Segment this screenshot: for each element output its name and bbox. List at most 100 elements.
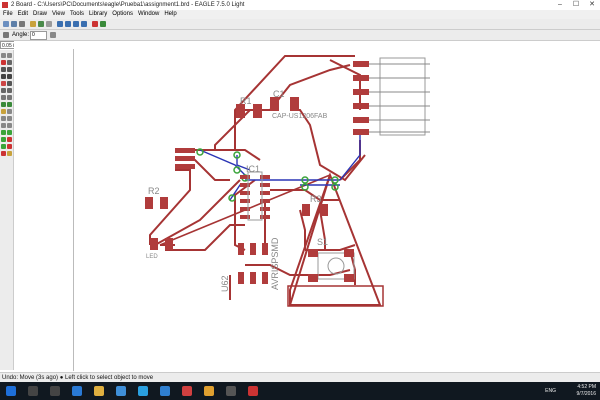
hole-tool-icon[interactable] xyxy=(7,130,12,135)
r1-c1-pads xyxy=(236,97,299,118)
menu-library[interactable]: Library xyxy=(88,11,108,17)
store-icon[interactable] xyxy=(116,386,126,396)
go-icon[interactable] xyxy=(100,21,106,27)
delete-tool-icon[interactable] xyxy=(1,81,6,86)
label-led: LED xyxy=(146,254,158,260)
info-tool-icon[interactable] xyxy=(1,53,6,58)
rect-tool-icon[interactable] xyxy=(1,123,6,128)
label-r2: R2 xyxy=(148,186,160,196)
via-tool-icon[interactable] xyxy=(1,130,6,135)
mark-tool-icon[interactable] xyxy=(7,60,12,65)
script-icon[interactable] xyxy=(46,21,52,27)
zoom-out-icon[interactable] xyxy=(73,21,79,27)
optimize-tool-icon[interactable] xyxy=(7,95,12,100)
eagle-task-icon[interactable] xyxy=(182,386,192,396)
angle-label: Angle: xyxy=(12,32,30,38)
autorouter-tool-icon[interactable] xyxy=(1,144,6,149)
top-traces xyxy=(149,55,366,300)
move-tool-icon[interactable] xyxy=(1,67,6,72)
copy-tool-icon[interactable] xyxy=(7,67,12,72)
system-clock[interactable]: 4:52 PM 9/7/2016 xyxy=(577,384,596,398)
eagle-app-icon xyxy=(2,2,8,8)
vias xyxy=(196,148,339,202)
maximize-button[interactable]: ☐ xyxy=(572,1,580,8)
polygon-tool-icon[interactable] xyxy=(7,123,12,128)
label-ic1: IC1 xyxy=(246,164,260,174)
paste-tool-icon[interactable] xyxy=(7,88,12,93)
errors-tool-icon[interactable] xyxy=(7,151,12,156)
split-tool-icon[interactable] xyxy=(1,95,6,100)
ic1-pads xyxy=(240,175,270,219)
menu-edit[interactable]: Edit xyxy=(17,11,29,17)
menu-help[interactable]: Help xyxy=(164,11,177,17)
save-icon[interactable] xyxy=(11,21,17,27)
left-connector-pads xyxy=(175,148,195,169)
route-tool-icon[interactable] xyxy=(1,102,6,107)
ratsnest-tool-icon[interactable] xyxy=(7,137,12,142)
show-tool-icon[interactable] xyxy=(7,53,12,58)
via xyxy=(301,183,309,191)
erc-tool-icon[interactable] xyxy=(7,144,12,149)
label-r1: R1 xyxy=(240,96,252,106)
mirror-icon[interactable] xyxy=(50,32,56,38)
menu-window[interactable]: Window xyxy=(137,11,160,17)
label-s1: S1 xyxy=(317,237,328,247)
via xyxy=(196,148,204,156)
print-icon[interactable] xyxy=(19,21,25,27)
task-view-icon[interactable] xyxy=(50,386,60,396)
display-tool-icon[interactable] xyxy=(1,60,6,65)
zoom-in-icon[interactable] xyxy=(65,21,71,27)
label-r3: R3 xyxy=(310,194,322,204)
skype-icon[interactable] xyxy=(138,386,148,396)
start-icon[interactable] xyxy=(6,386,16,396)
signal-tool-icon[interactable] xyxy=(1,137,6,142)
board-icon[interactable] xyxy=(38,21,44,27)
file-explorer-icon[interactable] xyxy=(94,386,104,396)
menu-options[interactable]: Options xyxy=(112,11,133,17)
word-icon[interactable] xyxy=(160,386,170,396)
menu-draw[interactable]: Draw xyxy=(33,11,48,17)
grid-icon[interactable] xyxy=(3,32,9,38)
open-icon[interactable] xyxy=(3,21,9,27)
menu-tools[interactable]: Tools xyxy=(69,11,84,17)
menu-bar: File Edit Draw View Tools Library Option… xyxy=(0,10,600,19)
edge-icon[interactable] xyxy=(72,386,82,396)
close-button[interactable]: ✕ xyxy=(589,1,595,8)
drc-tool-icon[interactable] xyxy=(1,151,6,156)
component-labels: R1 C1 CAP-US1206FAB IC1 R2 R3 S1 LED U62… xyxy=(146,89,328,292)
wire-tool-icon[interactable] xyxy=(1,109,6,114)
minimize-button[interactable]: – xyxy=(558,1,562,8)
redraw-icon[interactable] xyxy=(81,21,87,27)
stop-icon[interactable] xyxy=(92,21,98,27)
clock-time: 4:52 PM xyxy=(577,384,596,390)
main-toolbar xyxy=(0,19,600,30)
mirror-tool-icon[interactable] xyxy=(1,74,6,79)
via xyxy=(233,151,241,159)
status-bar: Undo: Move (3s ago) ● Left click to sele… xyxy=(0,372,600,382)
group-tool-icon[interactable] xyxy=(7,81,12,86)
window-title: 2 Board - C:\Users\PC\Documents\eagle\Pr… xyxy=(11,2,245,8)
app-icon[interactable] xyxy=(226,386,236,396)
circle-tool-icon[interactable] xyxy=(1,116,6,121)
change-tool-icon[interactable] xyxy=(1,88,6,93)
switch-s1 xyxy=(308,249,355,282)
text-tool-icon[interactable] xyxy=(7,109,12,114)
angle-select[interactable]: 0 xyxy=(30,31,47,40)
ic1-outline xyxy=(247,171,263,221)
diagonal-trace xyxy=(289,174,331,306)
search-icon[interactable] xyxy=(28,386,38,396)
menu-file[interactable]: File xyxy=(3,11,13,17)
menu-view[interactable]: View xyxy=(52,11,65,17)
language-indicator[interactable]: ENG xyxy=(545,388,556,394)
ripup-tool-icon[interactable] xyxy=(7,102,12,107)
arc-tool-icon[interactable] xyxy=(7,116,12,121)
rotate-tool-icon[interactable] xyxy=(7,74,12,79)
cam-icon[interactable] xyxy=(30,21,36,27)
zoom-fit-icon[interactable] xyxy=(57,21,63,27)
chrome-icon[interactable] xyxy=(204,386,214,396)
title-bar: 2 Board - C:\Users\PC\Documents\eagle\Pr… xyxy=(0,0,600,10)
led-pads xyxy=(150,238,173,250)
acrobat-icon[interactable] xyxy=(248,386,258,396)
via xyxy=(301,176,309,184)
